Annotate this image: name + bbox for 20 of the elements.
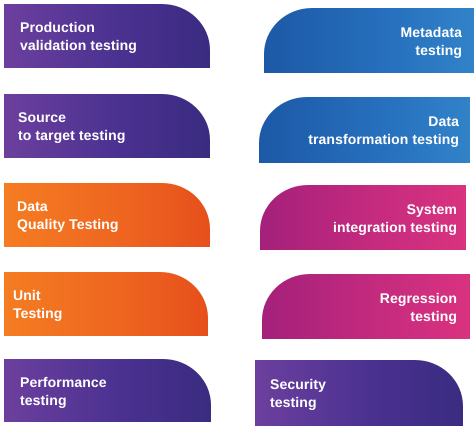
card-label: System integration testing [332, 200, 457, 236]
testing-type-card [4, 183, 210, 247]
testing-type-card [262, 274, 470, 339]
card-label: Source to target testing [18, 108, 126, 144]
card-label: Security testing [270, 375, 326, 411]
testing-type-card [260, 185, 466, 250]
testing-type-card [264, 8, 474, 73]
card-label: Data transformation testing [308, 112, 459, 148]
testing-type-card [4, 94, 210, 158]
testing-type-card [259, 97, 470, 163]
testing-type-card [4, 272, 208, 336]
testing-type-card [4, 359, 211, 422]
card-label: Production validation testing [20, 18, 137, 54]
testing-type-card [255, 360, 463, 426]
testing-type-card [4, 4, 210, 68]
card-label: Metadata testing [400, 22, 462, 58]
card-label: Unit Testing [13, 286, 62, 322]
card-label: Data Quality Testing [17, 197, 119, 233]
card-label: Regression testing [380, 288, 457, 324]
card-label: Performance testing [20, 372, 107, 408]
